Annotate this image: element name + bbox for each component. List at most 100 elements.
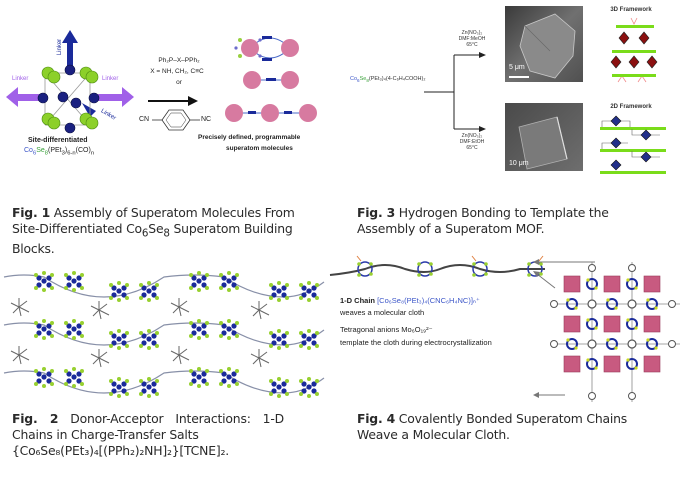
linker-label-left: Linker: [12, 76, 29, 82]
superatom-cluster: [299, 377, 319, 398]
fig1-caption: Fig. 1 Assembly of Superatom Molecules F…: [12, 205, 324, 257]
fig1-label: Fig. 1: [12, 205, 51, 220]
superatom-cluster: [139, 377, 159, 398]
mo6o19-anion: [563, 355, 581, 373]
superatom-cluster: [109, 281, 129, 302]
fig1-formula-co: Co: [126, 221, 142, 236]
benzene-linker: [628, 264, 636, 272]
superatom-node: [586, 358, 598, 370]
product-line2: superatom molecules: [226, 145, 293, 152]
mo6o19-anion: [563, 315, 581, 333]
fig4-caption: Fig. 4 Covalently Bonded Superatom Chain…: [357, 411, 657, 443]
cluster-formula-ligand: (PEt: [48, 147, 62, 154]
superatom-cluster: [64, 367, 84, 388]
chain-label: 1-D Chain [Co₆Se₈(PEt₃)₄(CNC₆H₄NC)]ₙ⁺: [340, 296, 480, 305]
fig3-graphic: Co6Se8(PEt₃)₄(4-C₆H₄COOH)₂ Zn(NO₃)₂ DMF:…: [330, 0, 690, 174]
tcne-molecule: [10, 346, 30, 365]
cluster-title: Site-differentiated: [28, 137, 88, 144]
superatom-cluster: [269, 377, 289, 398]
se-atom: [646, 298, 650, 302]
precursor-co-sub: 6: [357, 78, 360, 84]
cubic-crystal-shape: [518, 116, 568, 170]
framework-3d-title: 3D Framework: [610, 7, 652, 13]
se-atom: [626, 358, 630, 362]
benzene-linker: [588, 392, 596, 400]
superatom-node: [626, 278, 638, 290]
precursor-se: Se: [359, 76, 367, 82]
linker-arrow-up: [67, 41, 73, 69]
superatom-node: [626, 318, 638, 330]
benzene-linker: [668, 300, 676, 308]
superatom-cluster: [139, 281, 159, 302]
bottom-condition-solvent: DMF:EtOH: [459, 139, 485, 145]
superatom-node: [566, 298, 578, 310]
benzene-linker: [550, 340, 558, 348]
tcne-molecule: [250, 301, 270, 320]
se-atom: [594, 366, 598, 370]
top-condition-reagent: Zn(NO₃)₂: [461, 30, 483, 36]
isocyanide-right: NC: [201, 116, 212, 123]
superatom-node: [606, 298, 618, 310]
linker-arrow-diag: [82, 103, 96, 117]
linker-arrow-up-head: [62, 30, 78, 43]
benzene-linker: [587, 299, 597, 309]
reagent-line2: X = NH, CH₂, C≡C: [150, 68, 204, 75]
sem-bottom-scale-label: 10 μm: [509, 160, 529, 167]
se-atom: [586, 318, 590, 322]
superatom-cluster: [299, 329, 319, 350]
benzene-linker: [627, 299, 637, 309]
superatom-cluster: [189, 319, 209, 340]
fig2-crystal-packing: [3, 271, 325, 398]
benzene-linker: [588, 264, 596, 272]
benzene-linker: [587, 339, 597, 349]
fig1-formula-co-sub: 6: [141, 227, 149, 240]
se-atom: [606, 298, 610, 302]
superatom-cluster: [269, 281, 289, 302]
superatom-node: [646, 338, 658, 350]
fig4-caption-text: Covalently Bonded Superatom Chains Weave…: [357, 411, 628, 442]
tcne-molecule: [170, 346, 190, 365]
fig3-caption-text: Hydrogen Bonding to Template the Assembl…: [357, 205, 609, 236]
fig2-caption-text: Donor-Acceptor Interactions: 1-D Chains …: [12, 411, 284, 442]
superatom-cluster: [219, 319, 239, 340]
superatom-cluster: [34, 367, 54, 388]
framework-2d-title: 2D Framework: [610, 104, 652, 110]
mo6o19-anion: [603, 275, 621, 293]
isocyanide-left: CN: [139, 116, 150, 123]
se-atom: [634, 326, 638, 330]
molecular-cloth-lattice: [550, 262, 680, 402]
superatom-cluster: [64, 271, 84, 292]
cluster-diagram: [6, 30, 134, 134]
superatom-cluster: [109, 329, 129, 350]
fig3-label: Fig. 3: [357, 205, 396, 220]
top-condition-solvent: DMF:MeOH: [458, 36, 486, 42]
fig2-caption: Fig. 2 Donor-Acceptor Interactions: 1-D …: [12, 411, 284, 459]
sem-image-top: 5 μm: [505, 6, 583, 82]
se-atom: [566, 338, 570, 342]
se-atom: [634, 366, 638, 370]
se-atom: [634, 286, 638, 290]
cluster-formula-se: Se: [36, 147, 45, 154]
superatom-cluster: [189, 367, 209, 388]
mof-precursor-formula: Co6Se8(PEt₃)₄(4-C₆H₄COOH)₂: [350, 76, 425, 84]
benzene-linker: [627, 339, 637, 349]
dimer: [243, 71, 299, 89]
superatom-cluster: [269, 329, 289, 350]
se-atom: [586, 358, 590, 362]
superatom-cluster: [34, 271, 54, 292]
reaction-arrow: [148, 96, 198, 106]
precursor-co: Co: [350, 76, 358, 82]
superatom-molecules-diagram: [225, 36, 317, 122]
anion-line2: template the cloth during electrocrystal…: [340, 338, 492, 347]
se-atom: [574, 306, 578, 310]
superatom-node: [626, 358, 638, 370]
sem-top-scale-bar: [509, 76, 529, 78]
superatom-cluster: [299, 281, 319, 302]
mo6o19-anion: [603, 315, 621, 333]
mo6o19-anion: [563, 275, 581, 293]
tcne-molecule: [250, 349, 270, 368]
superatom-node: [606, 338, 618, 350]
fig1-formula-se-sub: 8: [163, 227, 170, 240]
linker-arrow-right: [98, 87, 134, 107]
bottom-condition-reagent: Zn(NO₃)₂: [461, 133, 483, 139]
